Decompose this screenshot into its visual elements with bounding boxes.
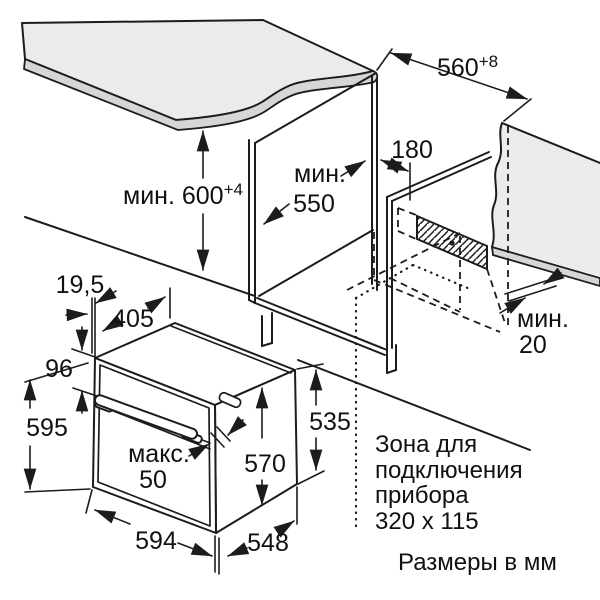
dim-oven-depth-label: 548 xyxy=(247,529,289,557)
dim-niche-depth-label-1: мин. xyxy=(294,160,346,188)
units-note: Размеры в мм xyxy=(398,549,557,576)
dim-control-panel-height-label: 96 xyxy=(45,355,73,383)
dim-rear-height-label: 535 xyxy=(309,408,351,436)
dim-rear-gap-label-2: 20 xyxy=(519,331,547,359)
connection-zone-text-line2: подключения xyxy=(375,457,523,484)
connection-zone xyxy=(397,162,507,327)
connection-zone-text-line1: Зона для xyxy=(375,431,477,458)
connection-zone-text-line3: прибора xyxy=(375,482,469,509)
connection-zone-dot xyxy=(449,240,455,246)
connection-zone-text: Зона для подключения прибора 320 x 115 xyxy=(375,431,523,535)
dim-door-height-label: 570 xyxy=(244,450,286,478)
dim-niche-depth-label-2: 550 xyxy=(293,190,335,218)
cabinet-niche xyxy=(24,72,531,530)
dimensions xyxy=(23,48,565,575)
dim-zone-offset-label: 180 xyxy=(391,136,433,164)
dim-niche-width-label: 560+8 xyxy=(437,52,498,82)
countertop xyxy=(21,19,379,131)
dim-oven-height-label: 595 xyxy=(26,414,68,442)
side-grip-slot xyxy=(218,391,242,409)
countertop-edge-band xyxy=(23,58,379,131)
right-wall xyxy=(490,122,600,330)
oven-handle xyxy=(93,394,203,444)
dim-handle-protrusion-label-1: макс. xyxy=(128,440,190,468)
dim-rear-gap-label-1: мин. xyxy=(517,305,569,333)
dim-frame-overhang-label: 19,5 xyxy=(56,271,105,299)
dim-top-depth-label: 405 xyxy=(112,305,154,333)
dim-handle-protrusion-label-2: 50 xyxy=(139,466,167,494)
labels: мин. 600+4 560+8 мин. 550 180 мин. 20 19… xyxy=(26,52,569,576)
dim-oven-width-label: 594 xyxy=(135,527,177,555)
dim-niche-height-label: мин. 600+4 xyxy=(123,180,243,210)
oven xyxy=(92,322,298,534)
oven-front-face xyxy=(92,357,217,534)
connection-zone-text-line4: 320 x 115 xyxy=(375,508,479,535)
wall-surface xyxy=(492,123,600,276)
